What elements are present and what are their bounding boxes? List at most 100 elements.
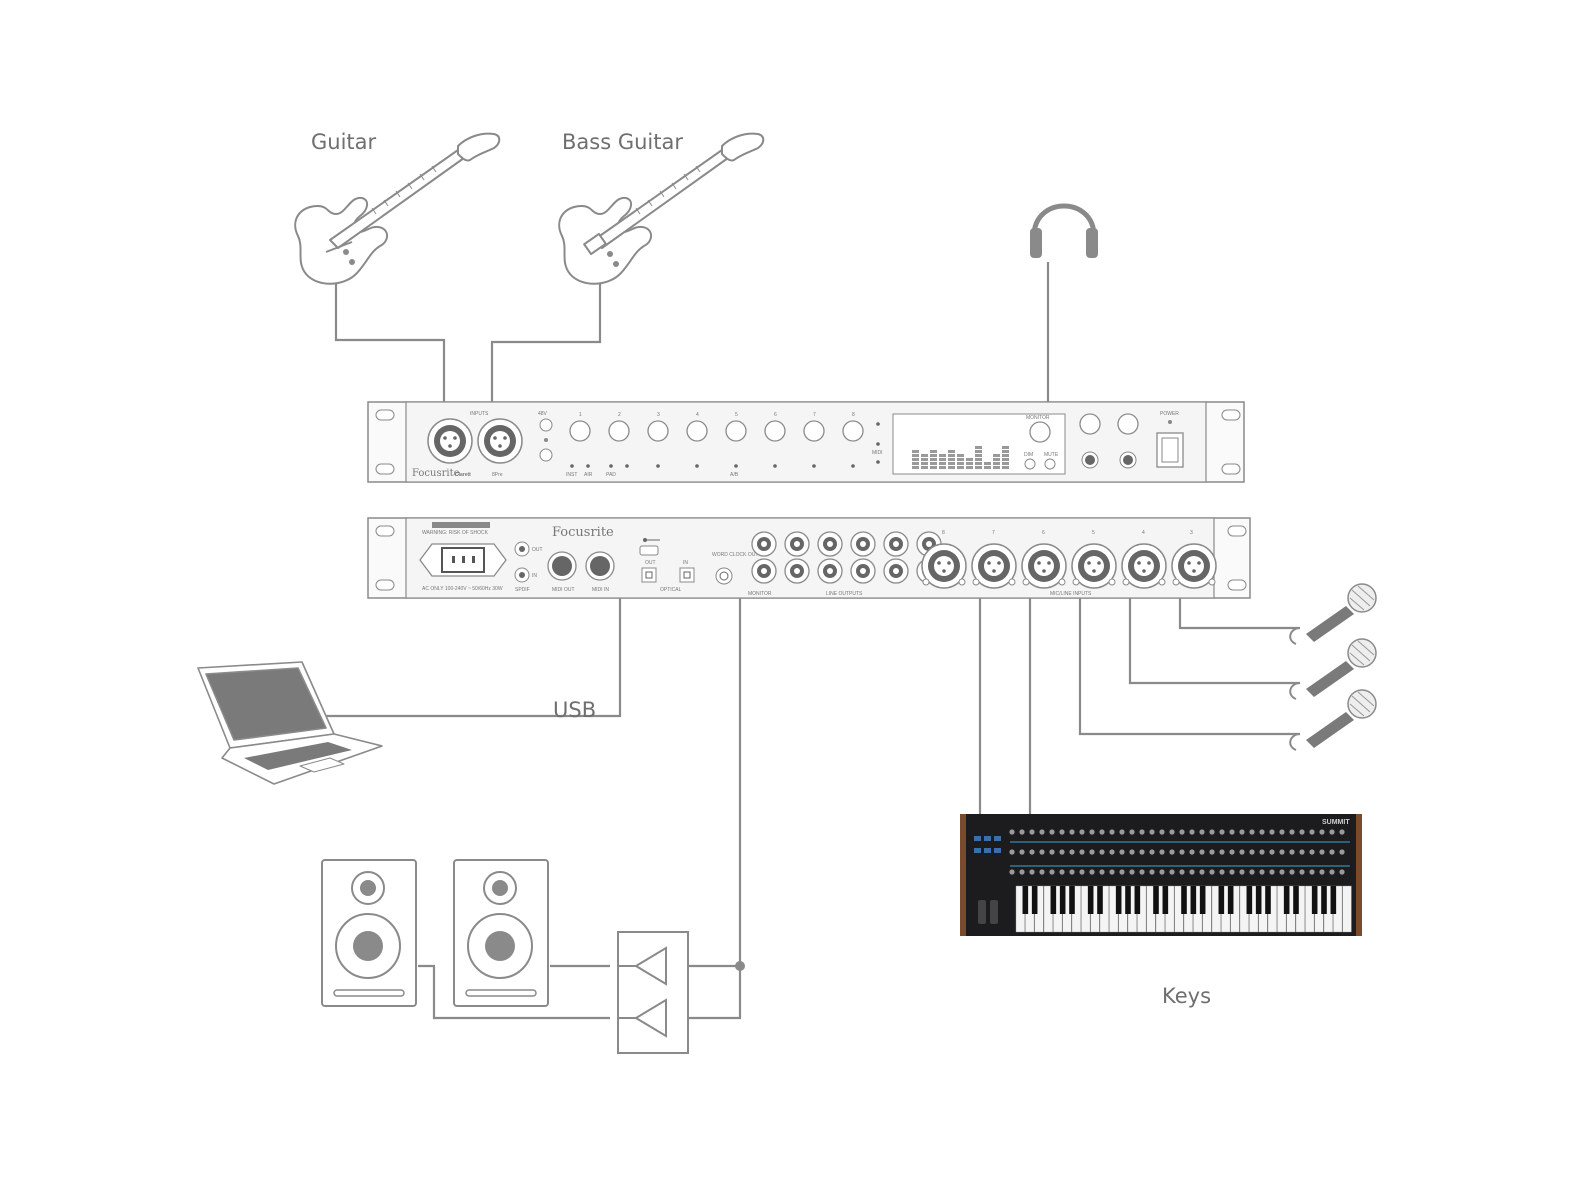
black-key bbox=[1097, 886, 1103, 914]
synth-knob bbox=[1039, 849, 1045, 855]
synth-knob bbox=[1269, 869, 1275, 875]
synth-knob bbox=[1039, 869, 1045, 875]
meter-segment bbox=[939, 462, 946, 465]
meter-segment bbox=[948, 462, 955, 465]
meter-segment bbox=[957, 462, 964, 465]
synth-knob bbox=[1269, 849, 1275, 855]
black-key bbox=[1246, 886, 1253, 914]
synth-knob bbox=[1199, 829, 1205, 835]
synth-knob bbox=[1079, 869, 1085, 875]
black-key bbox=[1190, 886, 1197, 914]
midi-in-label: MIDI IN bbox=[592, 587, 609, 593]
svg-text:6: 6 bbox=[774, 412, 777, 418]
meter-segment bbox=[984, 462, 991, 465]
meter-segment bbox=[957, 454, 964, 457]
synth-knob bbox=[1259, 829, 1265, 835]
synth-knob bbox=[1249, 829, 1255, 835]
usb-port bbox=[639, 545, 659, 556]
synth-knob bbox=[1029, 849, 1035, 855]
black-key bbox=[1153, 886, 1159, 914]
black-key bbox=[1181, 886, 1187, 914]
svg-text:2: 2 bbox=[618, 412, 621, 418]
meter-segment bbox=[930, 458, 937, 461]
meter-segment bbox=[1002, 466, 1009, 469]
rear-panel: WARNING: RISK OF SHOCK AC ONLY 100-240V … bbox=[367, 517, 1251, 599]
synth-knob bbox=[1209, 849, 1215, 855]
dim-label: DIM bbox=[1024, 452, 1033, 458]
pad-label: PAD bbox=[606, 472, 616, 478]
keyboard-synth-icon: SUMMIT bbox=[960, 814, 1362, 936]
meter-segment bbox=[975, 446, 982, 449]
synth-knob bbox=[1339, 869, 1345, 875]
meter-segment bbox=[1002, 454, 1009, 457]
svg-text:5: 5 bbox=[735, 412, 738, 418]
synth-knob bbox=[1179, 849, 1185, 855]
meter-segment bbox=[921, 454, 928, 457]
laptop-icon bbox=[197, 661, 383, 785]
meter-segment bbox=[975, 462, 982, 465]
meter-segment bbox=[948, 458, 955, 461]
synth-knob bbox=[1059, 849, 1065, 855]
synth-knob bbox=[1209, 829, 1215, 835]
monitor-cable-l bbox=[676, 560, 742, 968]
microphone-icon-1 bbox=[1289, 583, 1377, 645]
monitor-knob-label: MONITOR bbox=[1026, 415, 1050, 421]
level-meter-display bbox=[892, 413, 1066, 475]
ab-label: A/B bbox=[730, 472, 739, 478]
synth-knob bbox=[1119, 849, 1125, 855]
usb-icon bbox=[643, 538, 660, 542]
meter-segment bbox=[993, 466, 1000, 469]
black-key bbox=[1134, 886, 1141, 914]
synth-knob bbox=[1219, 849, 1225, 855]
meter-segment bbox=[975, 458, 982, 461]
synth-knob bbox=[1099, 849, 1105, 855]
synth-knob bbox=[1039, 829, 1045, 835]
synth-control-panel bbox=[974, 829, 1350, 875]
synth-keybed bbox=[1015, 885, 1352, 933]
synth-knob bbox=[1199, 849, 1205, 855]
meter-segment bbox=[930, 466, 937, 469]
meter-segment bbox=[1002, 462, 1009, 465]
black-key bbox=[1283, 886, 1290, 914]
midi-in-port bbox=[585, 551, 615, 581]
synth-knob bbox=[1089, 869, 1095, 875]
synth-knob bbox=[1049, 869, 1055, 875]
front-combo-input-1 bbox=[427, 418, 473, 464]
meter-segment bbox=[975, 454, 982, 457]
black-key bbox=[1125, 886, 1131, 914]
synth-knob bbox=[1329, 869, 1335, 875]
black-key bbox=[1162, 886, 1169, 914]
front-model-suffix: 8Pre bbox=[492, 472, 503, 478]
meter-segment bbox=[1002, 458, 1009, 461]
meter-segment bbox=[921, 458, 928, 461]
mute-button bbox=[1044, 458, 1056, 470]
black-key bbox=[1069, 886, 1075, 914]
synth-knob bbox=[1189, 869, 1195, 875]
synth-knob bbox=[1309, 869, 1315, 875]
black-key bbox=[1265, 886, 1271, 914]
meter-segment bbox=[975, 450, 982, 453]
synth-knob bbox=[1169, 829, 1175, 835]
synth-knob bbox=[1339, 829, 1345, 835]
guitar-label: Guitar bbox=[311, 130, 377, 154]
meter-segment bbox=[993, 458, 1000, 461]
synth-knob bbox=[1279, 849, 1285, 855]
guitar-icon bbox=[294, 132, 501, 285]
keys-label: Keys bbox=[1162, 984, 1211, 1008]
synth-knob bbox=[1129, 869, 1135, 875]
synth-knob bbox=[1169, 849, 1175, 855]
synth-knob bbox=[1239, 849, 1245, 855]
black-key bbox=[1050, 886, 1057, 914]
black-key bbox=[1059, 886, 1066, 914]
rear-brand: Focusrite bbox=[552, 525, 614, 540]
spdif-label: SPDIF bbox=[515, 587, 530, 593]
synth-knob bbox=[1309, 829, 1315, 835]
meter-segment bbox=[948, 450, 955, 453]
iec-power-inlet bbox=[419, 543, 507, 577]
synth-knob bbox=[1109, 869, 1115, 875]
black-key bbox=[1293, 886, 1299, 914]
synth-knob bbox=[1119, 869, 1125, 875]
black-key bbox=[1087, 886, 1094, 914]
usb-label: USB bbox=[553, 698, 596, 722]
